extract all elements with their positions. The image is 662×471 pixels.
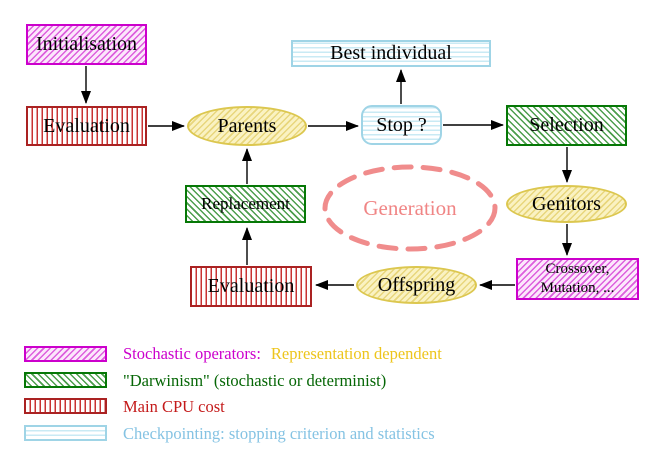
node-stop: Stop ? xyxy=(361,105,442,145)
legend-text-main-cpu-cost: Main CPU cost xyxy=(123,397,225,416)
legend-label-stochastic-operators: Stochastic operators: Representation depe… xyxy=(123,344,442,364)
node-generation-label: Generation xyxy=(363,195,457,220)
crossover-line-2: Mutation, ... xyxy=(540,280,615,296)
legend-swatch-darwinism xyxy=(24,372,107,388)
legend-label-checkpointing: Checkpointing: stopping criterion and st… xyxy=(123,424,435,444)
legend-text-stochastic-operators: Stochastic operators: xyxy=(123,344,261,363)
legend-swatch-main-cpu-cost xyxy=(24,398,107,414)
node-evaluation-bottom: Evaluation xyxy=(190,266,312,307)
node-offspring: Offspring xyxy=(356,266,477,304)
legend-text-representation-dependent: Representation dependent xyxy=(270,344,442,363)
legend-text-checkpointing: Checkpointing: stopping criterion and st… xyxy=(123,424,435,443)
node-best-individual: Best individual xyxy=(291,40,491,67)
legend-swatch-stochastic-operators xyxy=(24,346,107,362)
legend-swatch-checkpointing xyxy=(24,425,107,441)
node-replacement: Replacement xyxy=(185,185,306,223)
legend-text-darwinism: "Darwinism" (stochastic or determinist) xyxy=(123,371,387,390)
node-crossover-mutation: Crossover, Mutation, ... xyxy=(516,258,639,300)
legend-label-darwinism: "Darwinism" (stochastic or determinist) xyxy=(123,371,386,391)
node-evaluation-top: Evaluation xyxy=(26,106,147,146)
legend-label-main-cpu-cost: Main CPU cost xyxy=(123,397,225,417)
crossover-line-1: Crossover, xyxy=(545,260,610,277)
node-parents: Parents xyxy=(187,106,307,146)
node-initialisation: Initialisation xyxy=(26,24,147,65)
node-selection: Selection xyxy=(506,105,627,146)
node-genitors: Genitors xyxy=(506,185,627,223)
